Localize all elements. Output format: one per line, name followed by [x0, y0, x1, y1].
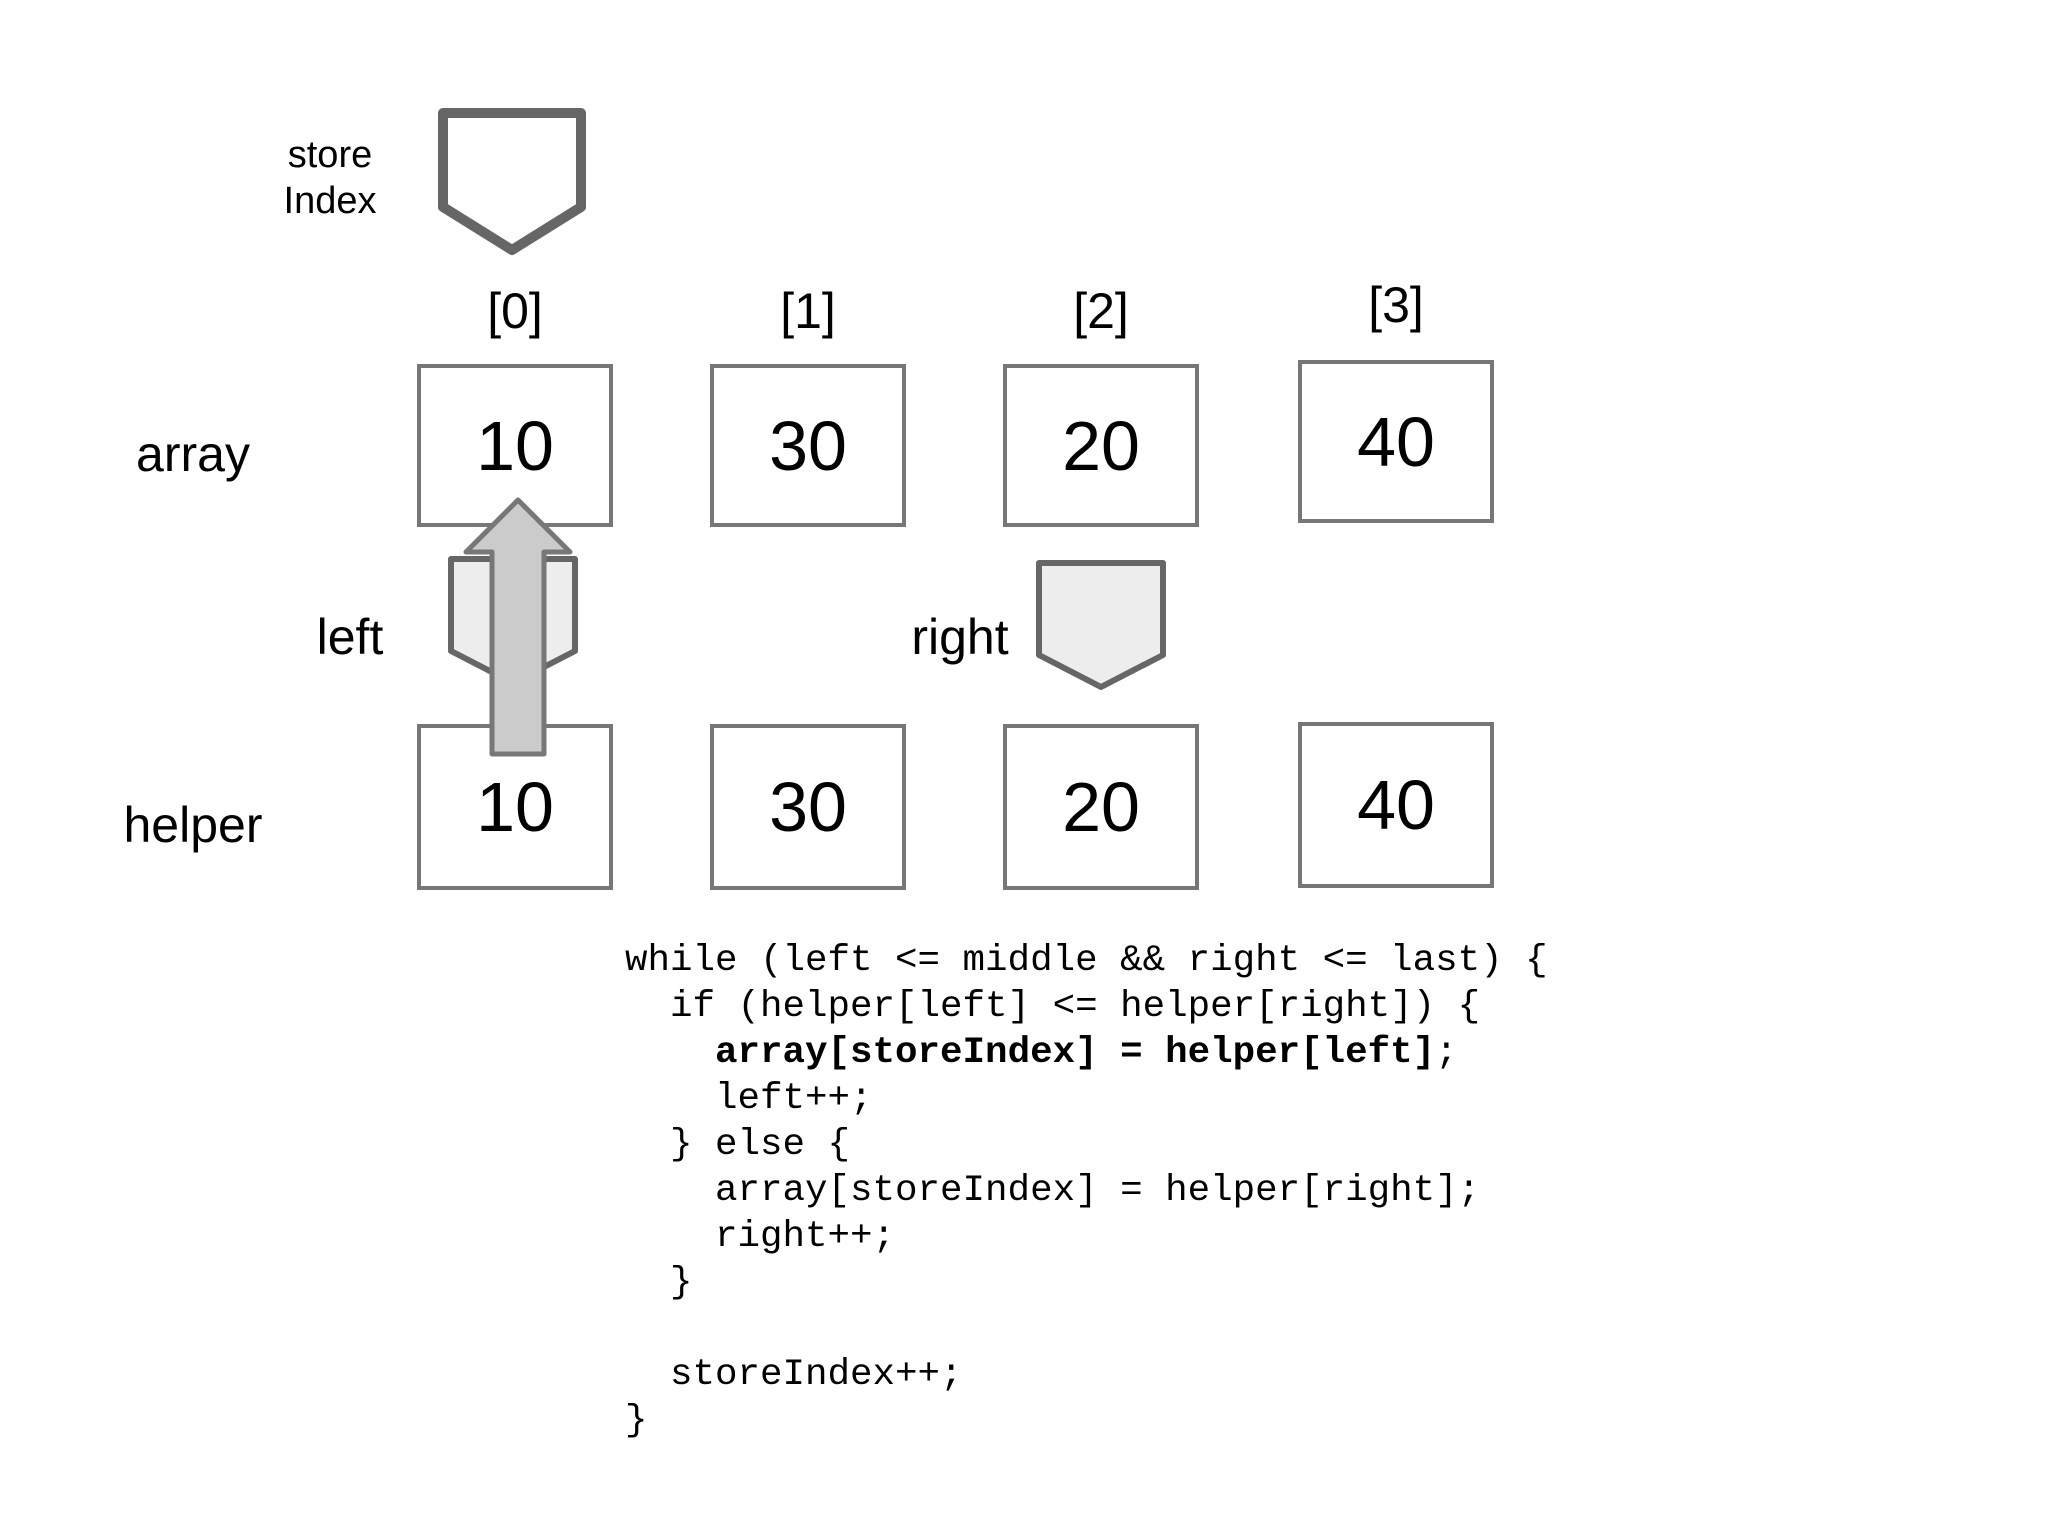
helper-cell-3: 40 — [1298, 722, 1494, 888]
code-line-3-indent — [625, 1032, 715, 1074]
array-cell-2: 20 — [1003, 364, 1199, 527]
code-line-11: } — [625, 1400, 648, 1442]
code-line-1: while (left <= middle && right <= last) … — [625, 940, 1548, 982]
array-cell-1: 30 — [710, 364, 906, 527]
index-label-3: [3] — [1368, 277, 1424, 333]
store-index-label: store Index — [235, 132, 425, 224]
code-line-4: left++; — [625, 1078, 873, 1120]
helper-cell-0-value: 10 — [476, 768, 554, 846]
helper-cell-2: 20 — [1003, 724, 1199, 890]
store-index-label-line2: Index — [283, 180, 377, 222]
array-cell-1-value: 30 — [769, 406, 847, 485]
code-line-10: storeIndex++; — [625, 1354, 963, 1396]
index-label-0: [0] — [487, 283, 543, 339]
helper-row-label: helper — [123, 797, 263, 853]
array-cell-0-value: 10 — [476, 406, 554, 485]
array-row-label: array — [136, 426, 250, 482]
code-line-9 — [625, 1306, 1548, 1352]
index-label-1: [1] — [780, 283, 836, 339]
code-line-2: if (helper[left] <= helper[right]) { — [625, 986, 1481, 1028]
code-line-6: array[storeIndex] = helper[right]; — [625, 1170, 1481, 1212]
array-cell-3: 40 — [1298, 360, 1494, 523]
right-pointer-label: right — [911, 609, 1009, 665]
right-pointer-icon — [1036, 560, 1166, 690]
helper-cell-1: 30 — [710, 724, 906, 890]
copy-up-arrow-icon — [463, 497, 573, 757]
helper-cell-3-value: 40 — [1357, 766, 1435, 844]
code-line-3: array[storeIndex] = helper[left]; — [625, 1030, 1548, 1076]
code-line-3-tail: ; — [1435, 1032, 1458, 1074]
array-cell-3-value: 40 — [1357, 402, 1435, 481]
store-index-label-line1: store — [287, 134, 373, 176]
helper-cell-1-value: 30 — [769, 768, 847, 846]
index-label-2: [2] — [1073, 283, 1129, 339]
code-line-5: } else { — [625, 1124, 851, 1166]
helper-cell-2-value: 20 — [1062, 768, 1140, 846]
left-pointer-label: left — [316, 609, 384, 665]
code-line-3-highlighted-statement: array[storeIndex] = helper[left] — [715, 1032, 1436, 1074]
code-line-7: right++; — [625, 1216, 896, 1258]
merge-code-block: while (left <= middle && right <= last) … — [625, 938, 1548, 1444]
code-line-8: } — [625, 1262, 693, 1304]
store-index-pointer-icon — [438, 108, 586, 255]
array-cell-2-value: 20 — [1062, 406, 1140, 485]
